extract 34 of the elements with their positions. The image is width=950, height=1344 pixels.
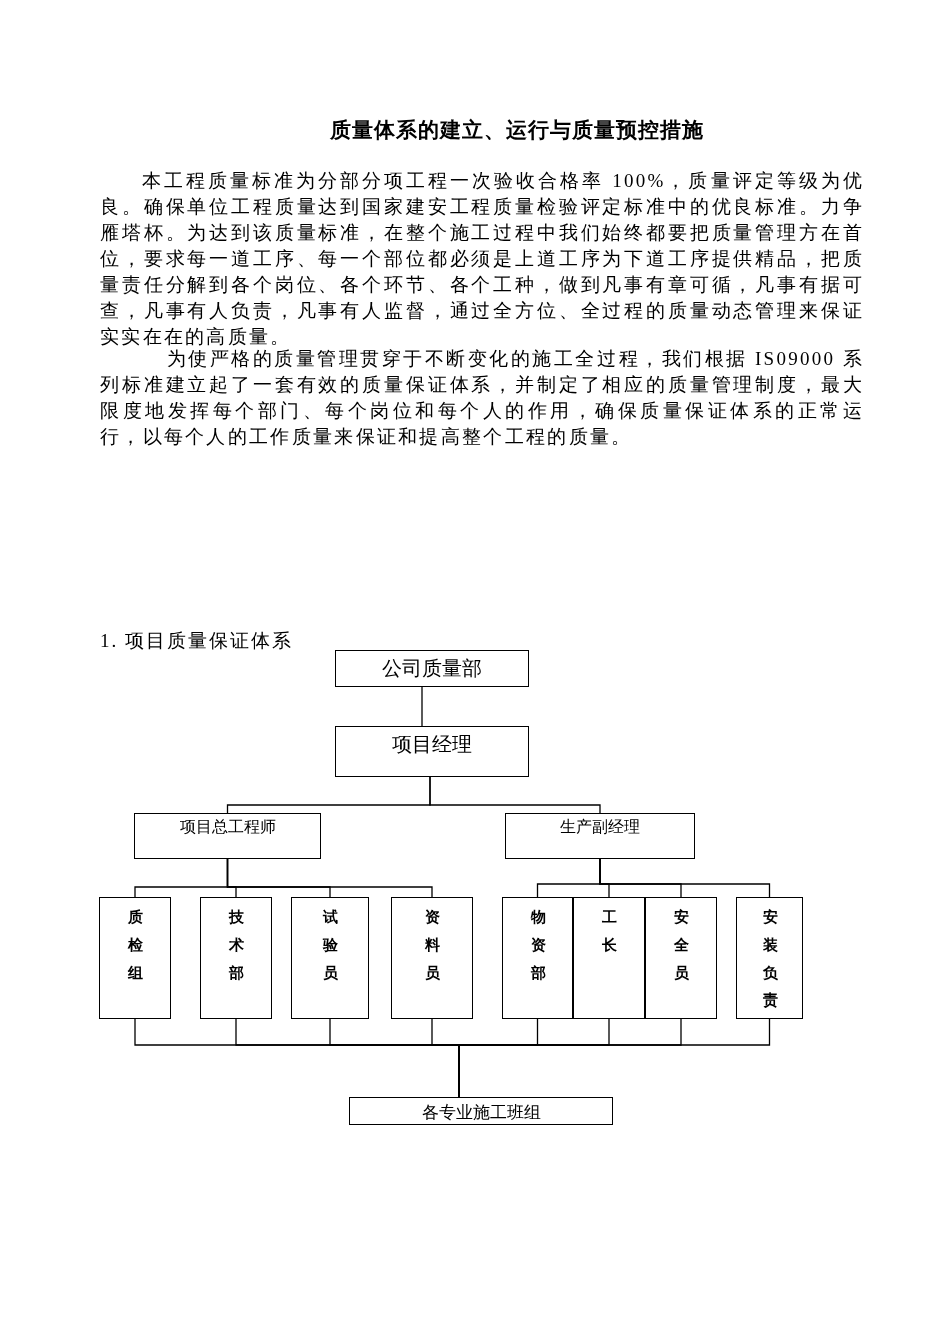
node-label: 质检组 [128,908,143,983]
role-box [99,897,171,1019]
role-box [291,897,369,1019]
org-box [505,813,695,859]
node-label: 物资部 [530,908,546,983]
node-label: 试验员 [323,908,338,983]
title: 质量体系的建立、运行与质量预控措施 [330,117,704,144]
org-box [335,726,529,777]
role-box [200,897,272,1019]
role-box [736,897,803,1019]
node-label: 项目总工程师 [178,817,277,837]
node-label: 生产副经理 [559,817,641,837]
org-box [349,1097,613,1125]
node-label: 公司质量部 [381,656,483,681]
node-label: 安全员 [674,908,689,983]
role-box [645,897,717,1019]
connector-line [421,686,423,727]
paragraph: 本工程质量标准为分部分项工程一次验收合格率 100%，质量评定等级为优良。确保单位工程质量达到国家建安工程质量检验评定标准中的优良标准。力争雁塔杯。为达到该质量标准，在整个施工过程中我们始终都要把质量管理方在首位，要求每一道工序、每一个部位都必须是上道工序为下道工序提供精品，把质量责任分解到各个岗位、各个环节、各个工种，做到凡事有章可循，凡事有据可查，凡事有人负责，凡事有人监督，通过全方位、全过程的质量动态管理来保证实实在在的高质量。 [100,169,864,349]
node-label: 安装负责 [762,908,778,1011]
node-label: 各专业施工班组 [420,1102,542,1124]
connector-line [429,776,601,814]
org-box [134,813,321,859]
node-label: 工长 [602,908,617,955]
role-box [391,897,473,1019]
node-label: 资料员 [425,908,440,983]
org-box [335,650,529,687]
section-heading: 1. 项目质量保证体系 [100,629,294,653]
paragraph: 为使严格的质量管理贯穿于不断变化的施工全过程，我们根据 IS09000 系列标准建立起了一套有效的质量保证体系，并制定了相应的质量管理制度，最大限度地发挥每个部门、每个岗位和每个人的作用，确保质量保证体系的正常运行，以每个人的工作质量来保证和提高整个工程的质量。 [100,347,864,449]
node-label: 项目经理 [391,732,473,757]
connector-line [226,858,433,898]
node-label: 技术部 [229,908,244,983]
connector-line [599,858,771,898]
role-box [502,897,573,1019]
role-box [573,897,645,1019]
